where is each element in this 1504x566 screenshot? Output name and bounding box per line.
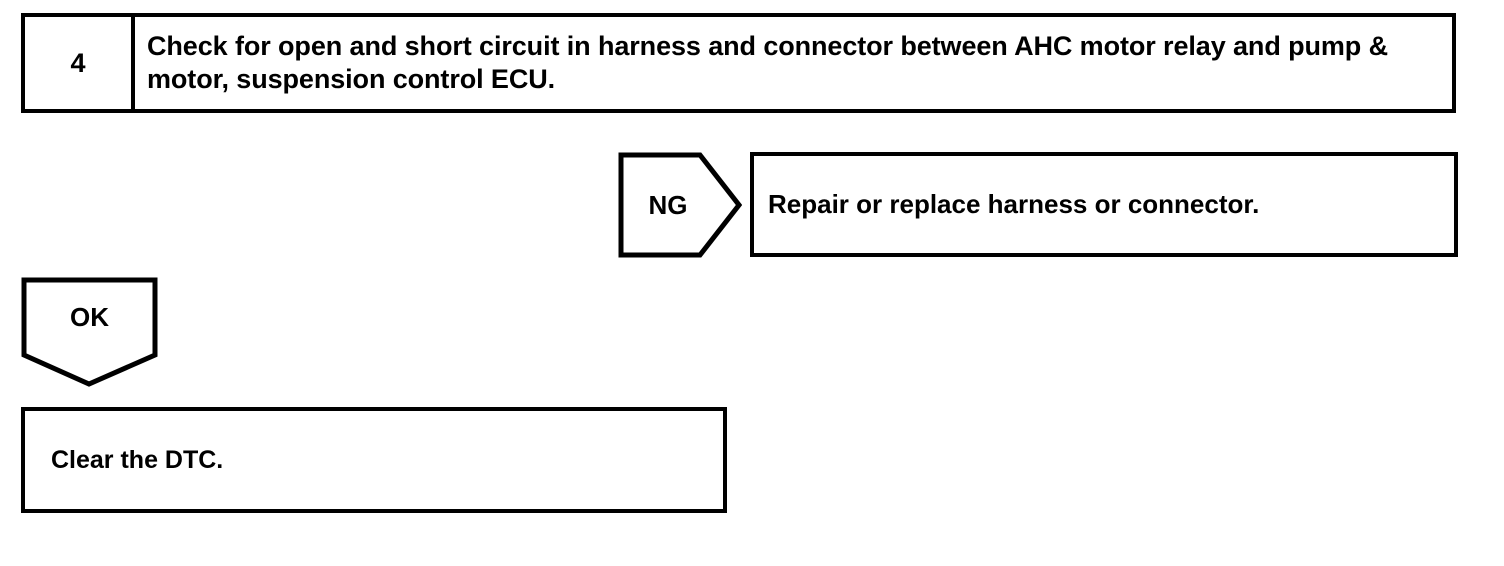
step-row: 4 Check for open and short circuit in ha… — [21, 13, 1456, 113]
ok-result-box: Clear the DTC. — [21, 407, 727, 513]
ok-pentagon-shape — [21, 277, 158, 387]
ok-result-text: Clear the DTC. — [51, 446, 224, 474]
step-instruction: Check for open and short circuit in harn… — [147, 31, 1389, 94]
ng-pentagon-shape — [618, 152, 742, 258]
ng-branch-pentagon — [618, 152, 742, 258]
step-number-cell: 4 — [25, 17, 135, 109]
step-number: 4 — [70, 47, 86, 78]
ok-branch-pentagon — [21, 277, 158, 387]
step-instruction-cell: Check for open and short circuit in harn… — [135, 17, 1452, 109]
ng-result-text: Repair or replace harness or connector. — [768, 188, 1260, 219]
ng-result-box: Repair or replace harness or connector. — [750, 152, 1458, 257]
